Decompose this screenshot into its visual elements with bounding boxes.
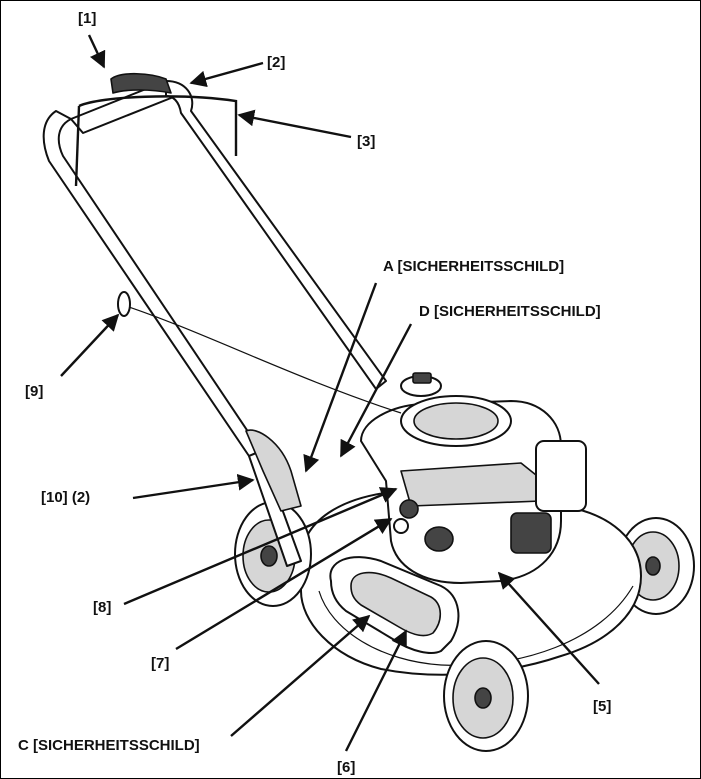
leader-A [303, 282, 378, 473]
label-safety-sign-d: D [SICHERHEITSSCHILD] [419, 303, 601, 320]
label-2: [2] [267, 54, 285, 71]
callout-lines [60, 34, 600, 752]
label-5: [5] [593, 698, 611, 715]
label-7: [7] [151, 655, 169, 672]
label-safety-sign-a: A [SICHERHEITSSCHILD] [383, 258, 564, 275]
leader-6 [344, 629, 408, 752]
label-3: [3] [357, 133, 375, 150]
leader-1 [87, 34, 106, 69]
leader-7 [175, 517, 393, 651]
leader-2 [189, 61, 264, 88]
leader-3 [237, 109, 352, 139]
label-9: [9] [25, 383, 43, 400]
leader-10 [132, 473, 255, 500]
leader-5 [497, 571, 600, 685]
label-safety-sign-c: C [SICHERHEITSSCHILD] [18, 737, 200, 754]
leader-9 [60, 313, 120, 377]
label-10: [10] (2) [41, 489, 90, 506]
mower-illustration [42, 72, 695, 752]
front-right-wheel [443, 640, 529, 752]
leader-D [339, 323, 413, 458]
label-6: [6] [337, 759, 355, 776]
callout-labels: [1] [2] [3] A [SICHERHEITSSCHILD] D [SIC… [18, 10, 611, 776]
leader-C [230, 614, 371, 737]
label-1: [1] [78, 10, 96, 27]
handle-bar [42, 72, 402, 567]
label-8: [8] [93, 599, 111, 616]
leader-8 [123, 487, 398, 606]
